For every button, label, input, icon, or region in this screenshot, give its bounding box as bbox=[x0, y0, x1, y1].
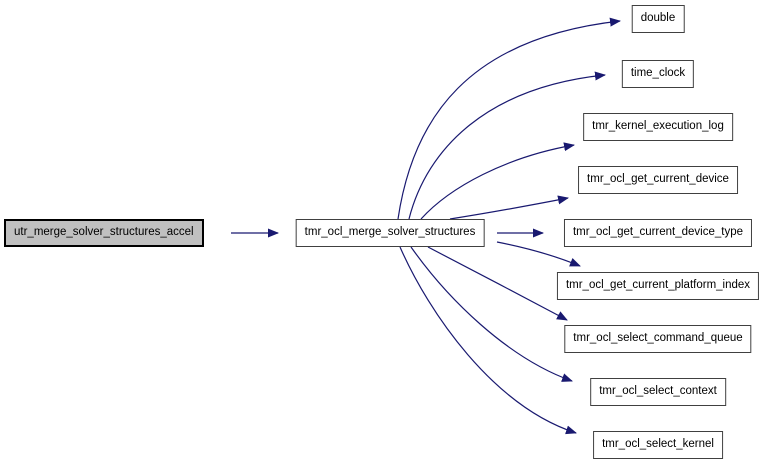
node-label: tmr_ocl_get_current_device bbox=[587, 173, 729, 186]
node-tmr-ocl-get-current-device[interactable]: tmr_ocl_get_current_device bbox=[578, 166, 738, 194]
node-tmr-ocl-merge-solver-structures[interactable]: tmr_ocl_merge_solver_structures bbox=[295, 219, 485, 247]
node-label: time_clock bbox=[630, 67, 686, 80]
node-time-clock[interactable]: time_clock bbox=[621, 60, 695, 88]
node-label: double bbox=[640, 12, 676, 25]
node-label: tmr_ocl_get_current_device_type bbox=[572, 226, 744, 239]
edge-merge-to-get-current-device bbox=[449, 195, 569, 220]
node-label: tmr_ocl_select_context bbox=[599, 385, 717, 398]
node-double[interactable]: double bbox=[631, 5, 685, 33]
node-label: tmr_kernel_execution_log bbox=[592, 120, 724, 133]
edge-merge-to-select-command-queue bbox=[427, 246, 568, 321]
node-label: utr_merge_solver_structures_accel bbox=[14, 226, 194, 239]
node-tmr-kernel-execution-log[interactable]: tmr_kernel_execution_log bbox=[583, 113, 733, 141]
edge-merge-to-select-context bbox=[410, 246, 573, 382]
node-tmr-ocl-select-command-queue[interactable]: tmr_ocl_select_command_queue bbox=[564, 325, 752, 353]
edge-merge-to-time-clock bbox=[408, 71, 606, 220]
edge-merge-to-kernel-execution-log bbox=[420, 142, 575, 220]
node-tmr-ocl-get-current-platform-index[interactable]: tmr_ocl_get_current_platform_index bbox=[556, 272, 760, 300]
node-label: tmr_ocl_get_current_platform_index bbox=[565, 279, 751, 292]
node-tmr-ocl-select-context[interactable]: tmr_ocl_select_context bbox=[590, 378, 726, 406]
node-label: tmr_ocl_select_command_queue bbox=[573, 332, 743, 345]
edge-merge-to-select-kernel bbox=[399, 246, 577, 435]
node-label: tmr_ocl_select_kernel bbox=[602, 438, 714, 451]
node-tmr-ocl-get-current-device-type[interactable]: tmr_ocl_get_current_device_type bbox=[563, 219, 753, 247]
node-tmr-ocl-select-kernel[interactable]: tmr_ocl_select_kernel bbox=[593, 431, 723, 459]
node-label: tmr_ocl_merge_solver_structures bbox=[304, 226, 476, 239]
node-utr-merge-solver-structures-accel: utr_merge_solver_structures_accel bbox=[4, 219, 204, 247]
